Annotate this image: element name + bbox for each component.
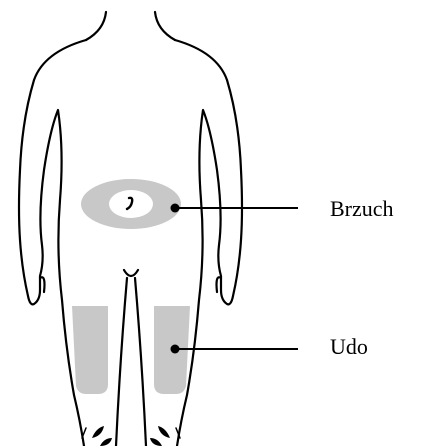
knee-mark-left-outer [92, 426, 104, 438]
knee-mark-right-inner [150, 438, 162, 446]
knee-mark-left-inner [100, 438, 112, 446]
crotch-line [124, 270, 138, 276]
inner-leg-right [135, 278, 146, 446]
navel-mark [127, 198, 132, 209]
inner-leg-left [116, 278, 127, 446]
knee-mark-right-outer [158, 426, 170, 438]
neck-right-line [155, 12, 175, 40]
abdomen-label: Brzuch [330, 198, 394, 220]
thigh-injection-zone-left [72, 306, 108, 394]
thigh-label: Udo [330, 336, 368, 358]
neck-left-line [86, 12, 106, 40]
body-outline-left [19, 40, 86, 446]
